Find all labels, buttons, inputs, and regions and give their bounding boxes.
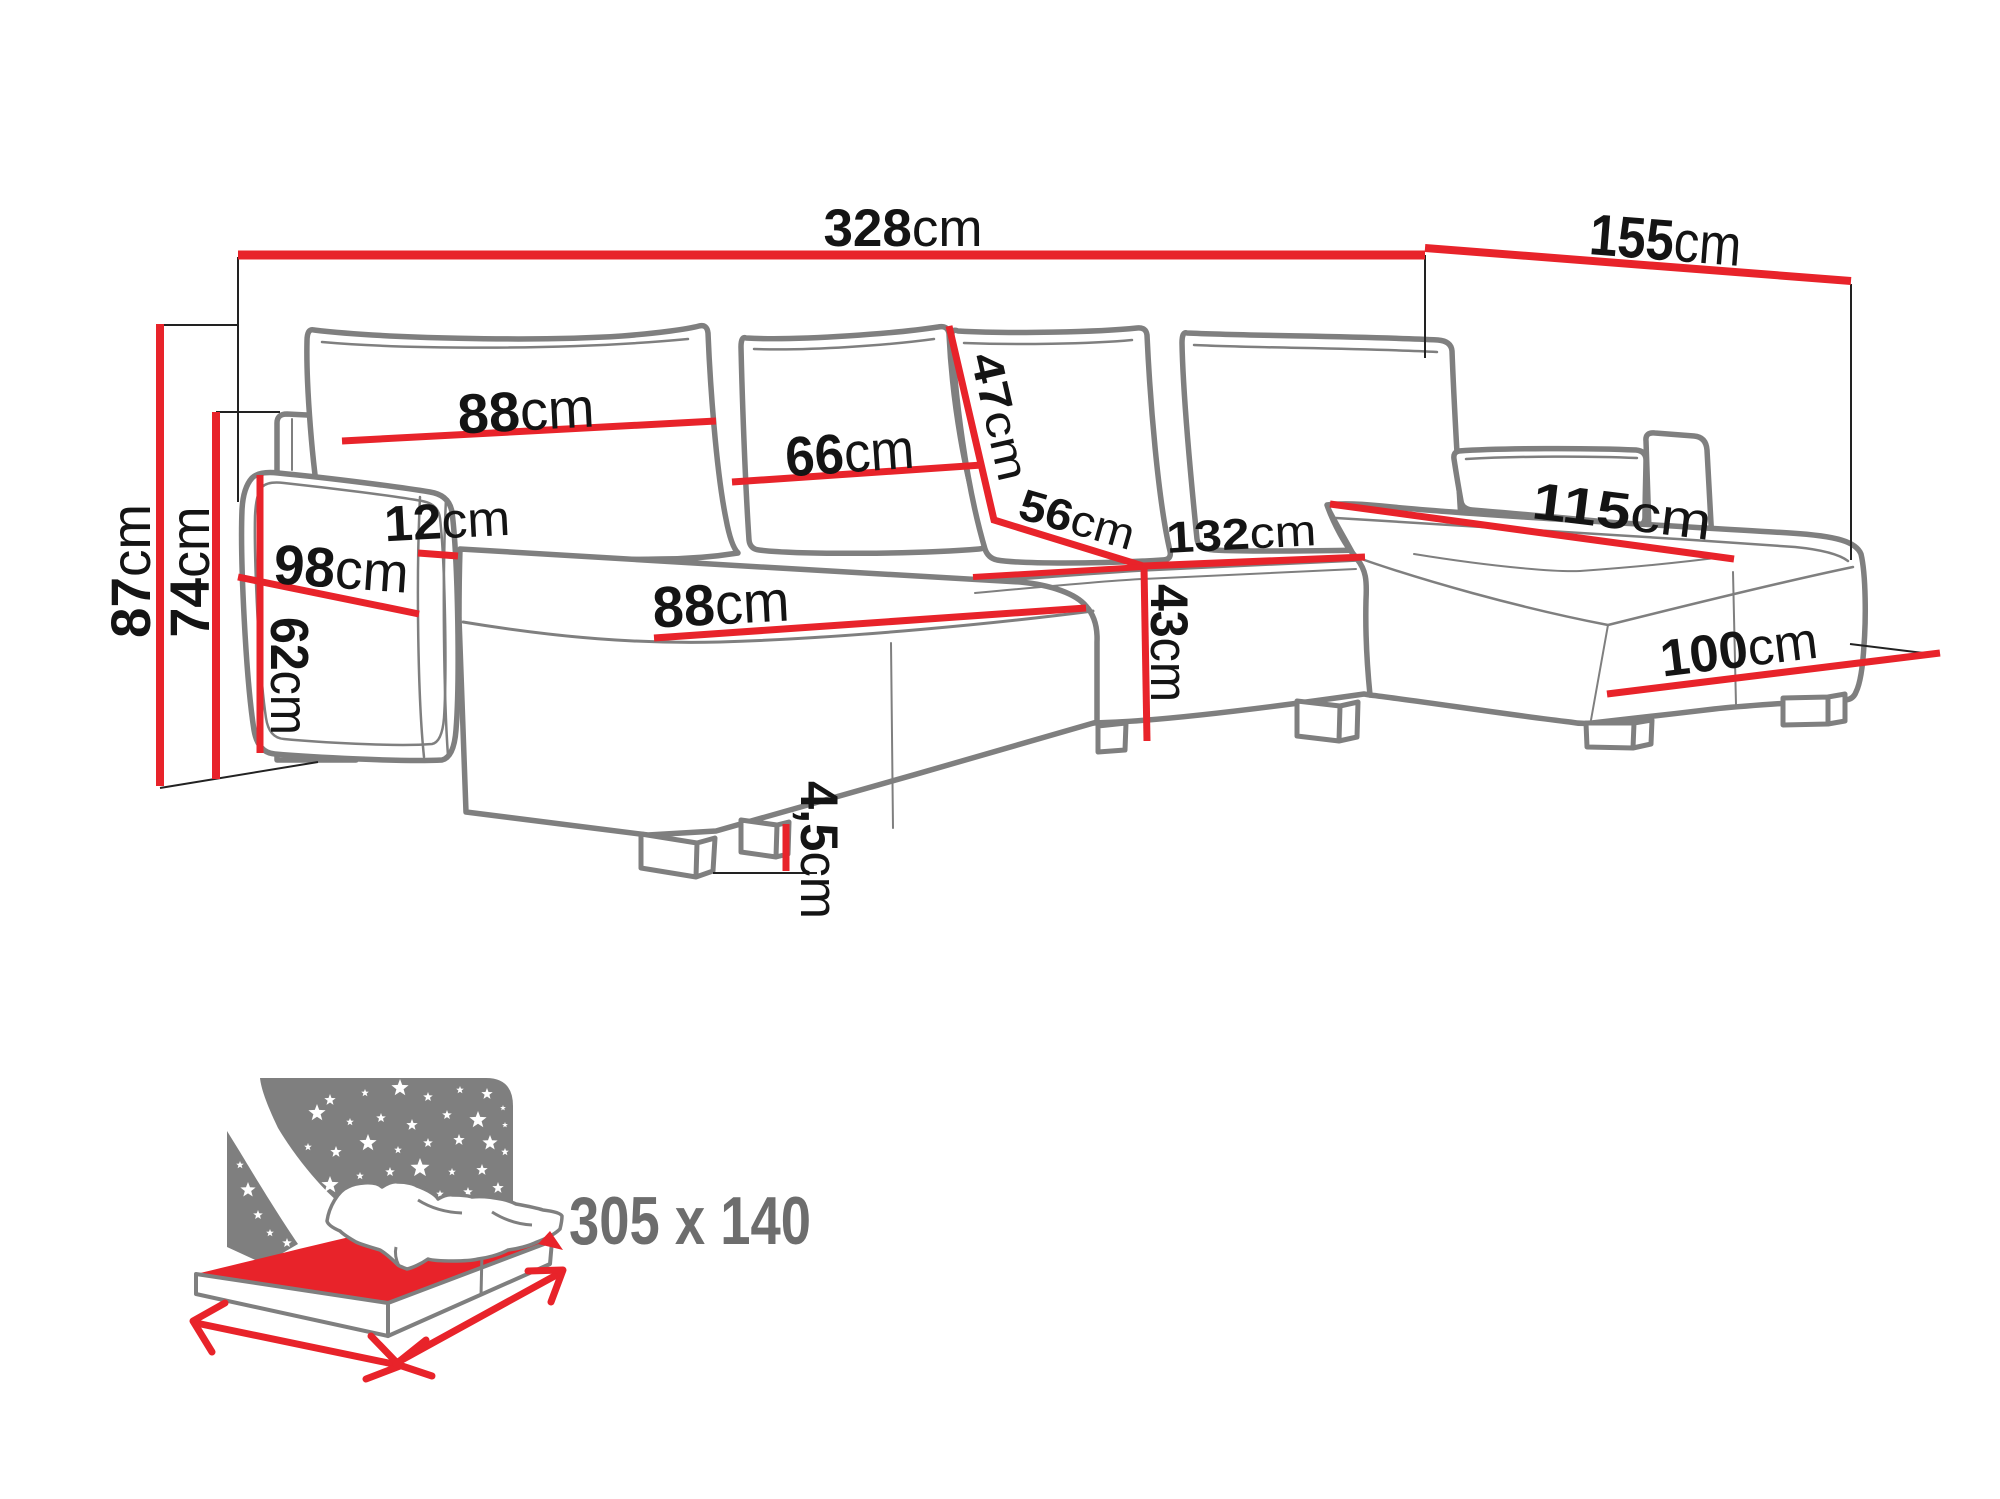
svg-text:12cm: 12cm (383, 490, 512, 553)
svg-text:4,5cm: 4,5cm (789, 781, 848, 919)
svg-text:305 x 140: 305 x 140 (569, 1183, 811, 1259)
svg-text:88cm: 88cm (456, 375, 596, 445)
svg-text:98cm: 98cm (272, 532, 411, 604)
svg-text:328cm: 328cm (823, 199, 982, 258)
svg-text:43cm: 43cm (1139, 584, 1198, 702)
svg-text:100cm: 100cm (1657, 612, 1821, 689)
svg-text:88cm: 88cm (651, 568, 791, 640)
svg-text:62cm: 62cm (259, 617, 319, 735)
svg-text:155cm: 155cm (1587, 202, 1744, 279)
svg-text:74cm: 74cm (158, 507, 221, 638)
svg-text:66cm: 66cm (783, 417, 916, 489)
svg-text:87cm: 87cm (99, 504, 162, 638)
